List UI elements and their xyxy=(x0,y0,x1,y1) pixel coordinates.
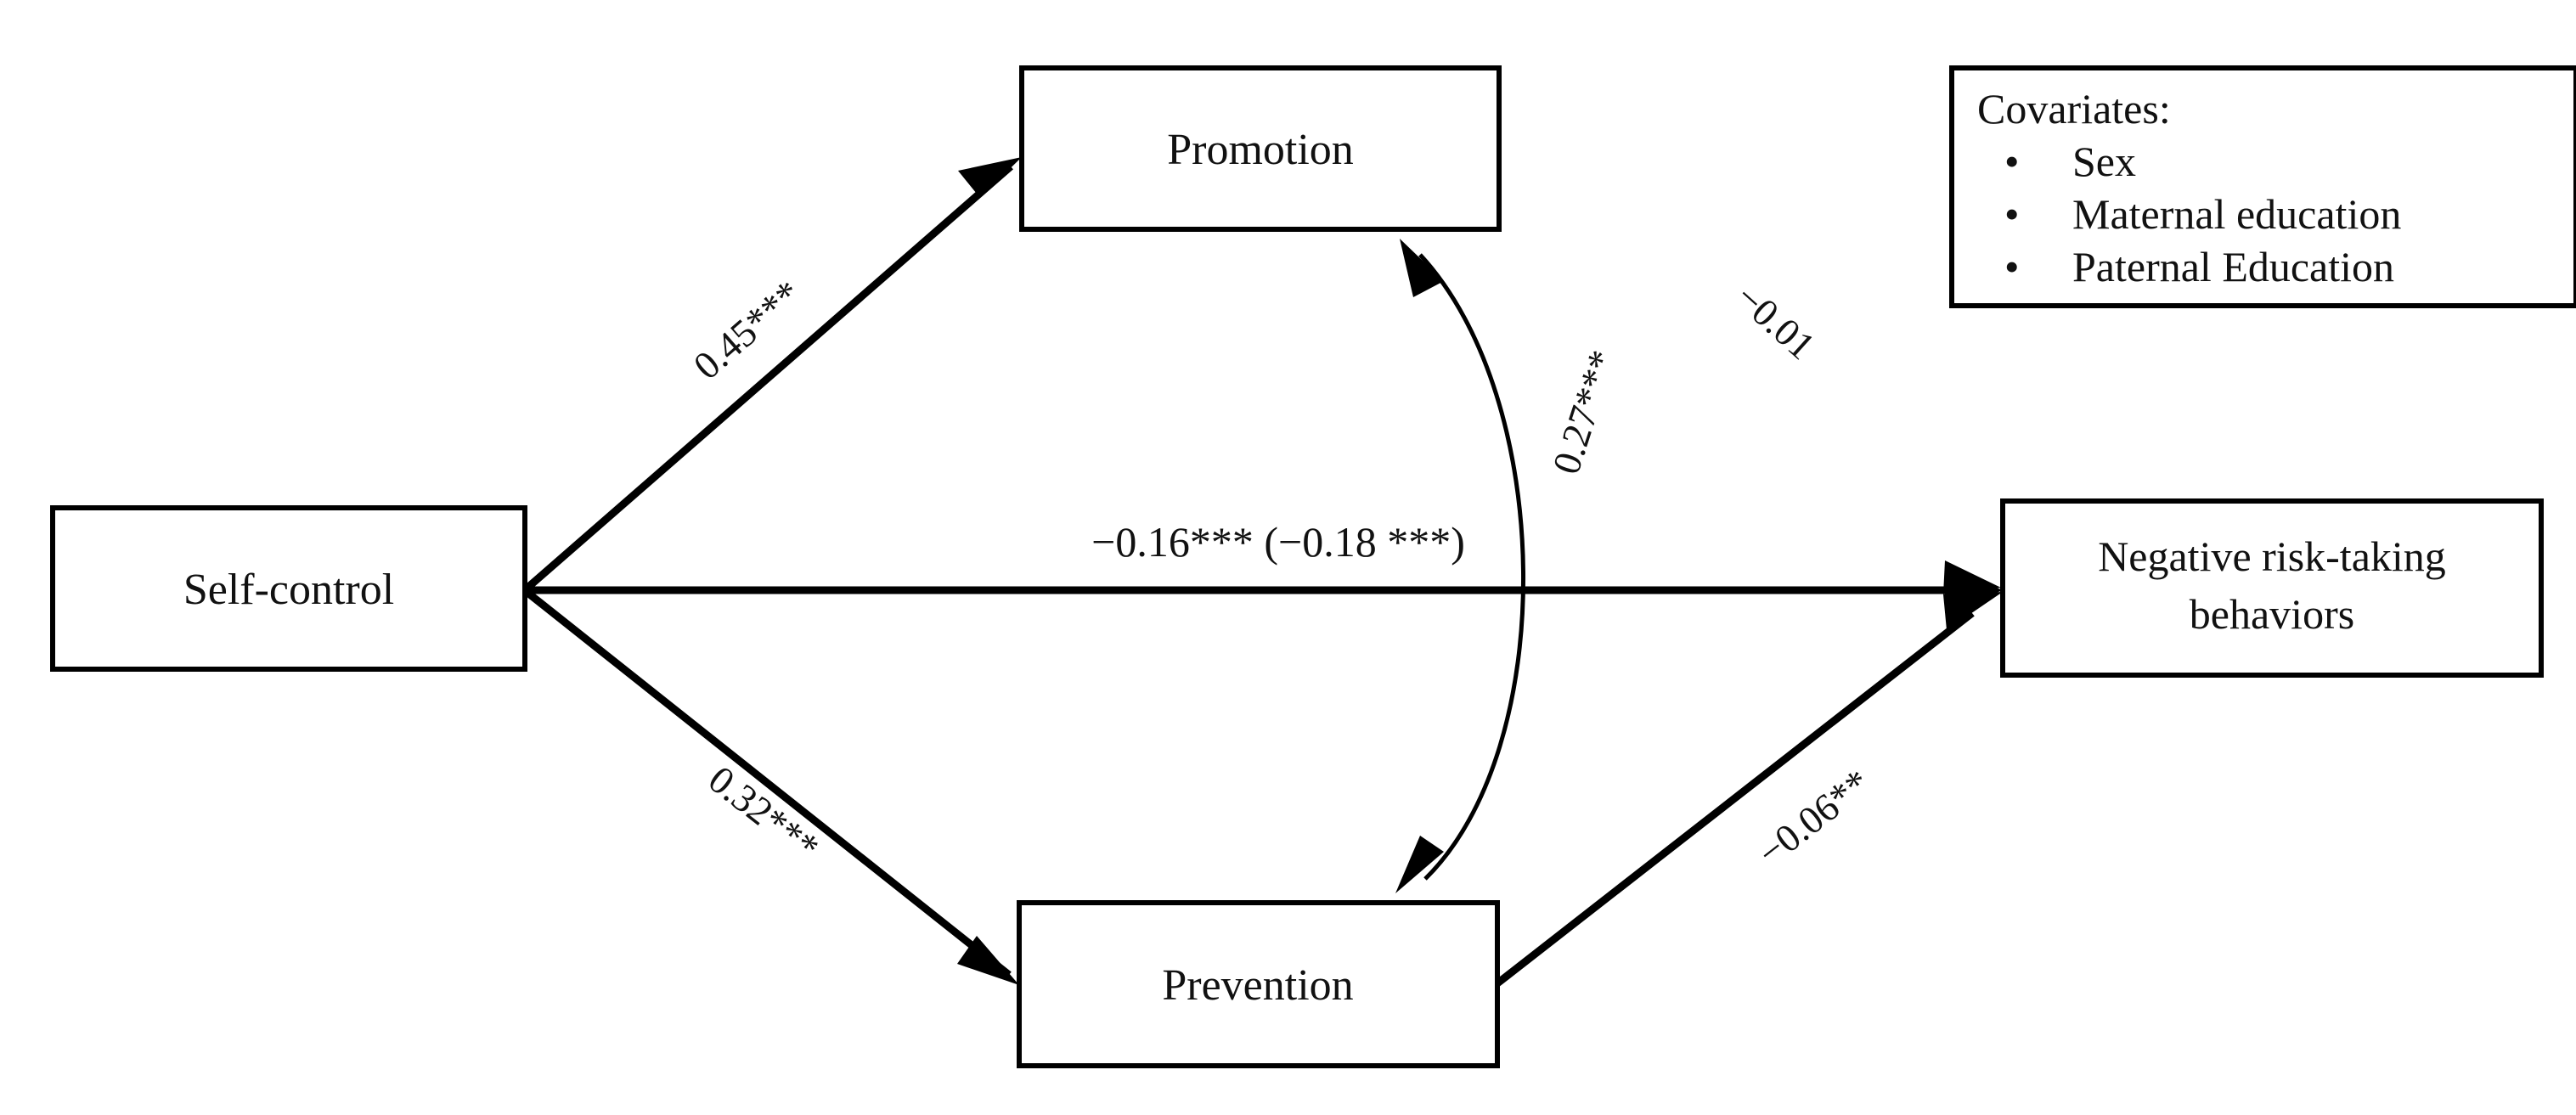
edge-line-prevention-outcome xyxy=(1495,610,1975,987)
path-label-sc-outcome: −0.16*** (−0.18 ***) xyxy=(1091,518,1465,566)
node-self-control[interactable]: Self-control xyxy=(50,505,527,672)
covariates-bullet-3: • xyxy=(2004,243,2020,290)
covariates-item-maternal-education: Maternal education xyxy=(2072,190,2401,238)
edge-line-promotion-outcome xyxy=(1505,149,1970,567)
node-promotion[interactable]: Promotion xyxy=(1019,65,1502,232)
path-label-sc-promotion: 0.45*** xyxy=(685,272,809,388)
node-label-outcome-line2: behaviors xyxy=(2190,590,2354,638)
edge-promotion-to-outcome xyxy=(1505,149,2001,594)
covariates-bullet-1: • xyxy=(2004,138,2020,185)
node-prevention[interactable]: Prevention xyxy=(1017,900,1500,1068)
node-label-self-control: Self-control xyxy=(183,566,394,614)
covariates-item-paternal-education: Paternal Education xyxy=(2072,243,2394,290)
node-outcome[interactable]: Negative risk-taking behaviors xyxy=(2000,498,2544,678)
arrowhead-outcome-prevention xyxy=(1943,592,2003,630)
covariates-box xyxy=(1949,65,2576,308)
path-label-promotion-outcome: −0.01 xyxy=(1728,275,1823,368)
edge-line-sc-promotion xyxy=(524,163,1013,592)
arrowhead-covariance-bottom xyxy=(1395,836,1444,893)
edge-prevention-to-outcome xyxy=(1495,592,2003,987)
edge-self-control-to-prevention xyxy=(524,588,1019,985)
covariates-item-sex: Sex xyxy=(2072,138,2136,185)
node-box-outcome xyxy=(2000,498,2544,678)
covariates-title: Covariates: xyxy=(1977,85,2171,132)
node-label-promotion: Promotion xyxy=(1167,126,1354,174)
covariates-bullet-2: • xyxy=(2004,190,2020,238)
edge-promotion-prevention-covariance xyxy=(1395,239,1525,893)
path-label-prevention-outcome: −0.06** xyxy=(1750,761,1879,875)
node-box-prevention xyxy=(1017,900,1500,1068)
covariates-panel: Covariates: • Sex • Maternal education •… xyxy=(1949,65,2576,308)
arrowhead-covariance-top xyxy=(1400,239,1444,297)
arrowhead-outcome-promotion xyxy=(1943,560,2001,594)
edge-line-sc-prevention xyxy=(524,588,1012,978)
arrowhead-promotion xyxy=(958,157,1022,198)
edge-self-control-to-promotion xyxy=(524,157,1022,592)
edge-curve-covariance xyxy=(1418,253,1525,881)
node-box-promotion xyxy=(1019,65,1502,232)
edge-self-control-to-outcome xyxy=(527,567,2003,613)
path-label-covariance: 0.27*** xyxy=(1544,345,1625,479)
node-label-prevention: Prevention xyxy=(1162,961,1353,1010)
node-box-self-control xyxy=(50,505,527,672)
node-label-outcome-line1: Negative risk-taking xyxy=(2098,532,2446,580)
arrowhead-prevention xyxy=(957,936,1019,985)
